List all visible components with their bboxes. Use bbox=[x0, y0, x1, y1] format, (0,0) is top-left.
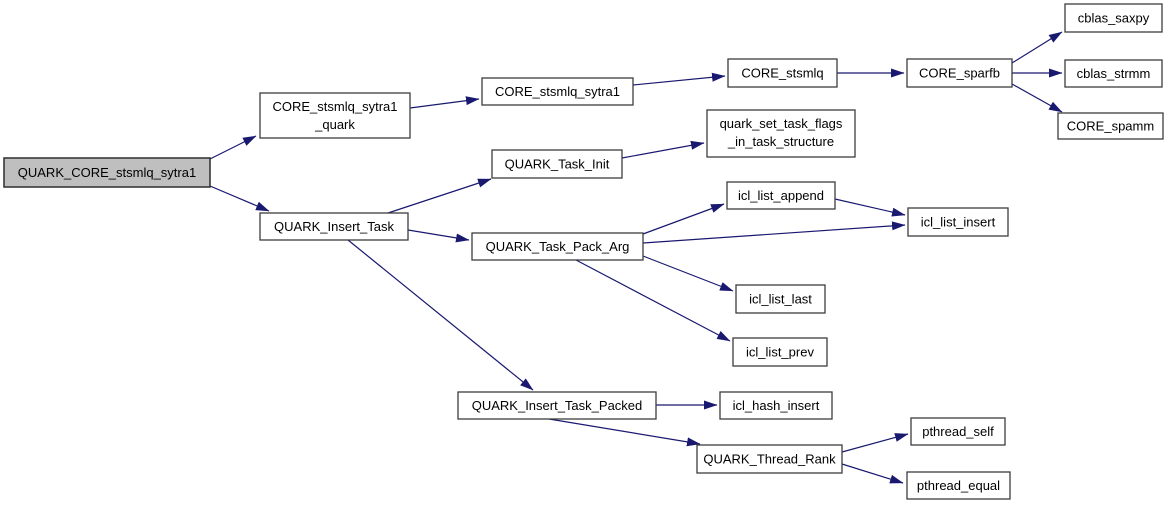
edge-quark-insert-task-to-quark-insert-task-packed bbox=[347, 239, 534, 391]
node-icl-list-insert[interactable]: icl_list_insert bbox=[907, 207, 1009, 237]
node-quark-insert-task[interactable]: QUARK_Insert_Task bbox=[259, 212, 409, 241]
edge-icl-list-append-to-icl-list-insert bbox=[834, 198, 906, 217]
node-box bbox=[727, 58, 838, 88]
node-label: icl_list_insert bbox=[921, 215, 996, 230]
node-box bbox=[3, 157, 211, 188]
node-quark-set-task-flags-in-task-structure[interactable]: quark_set_task_flags _in_task_structure bbox=[706, 109, 856, 158]
edge-quark-task-pack-arg-to-icl-list-append bbox=[642, 203, 725, 235]
node-box bbox=[491, 149, 623, 179]
node-label: QUARK_Insert_Task_Packed bbox=[472, 398, 643, 413]
node-label: pthread_self bbox=[922, 424, 994, 439]
node-box bbox=[1064, 59, 1163, 88]
node-label: icl_hash_insert bbox=[733, 398, 820, 413]
node-quark-insert-task-packed[interactable]: QUARK_Insert_Task_Packed bbox=[457, 391, 657, 420]
node-label: cblas_saxpy bbox=[1078, 11, 1150, 26]
node-label: CORE_stsmlq_sytra1 bbox=[495, 84, 620, 99]
node-box bbox=[481, 77, 634, 106]
edge-core-stsmlq-sytra1-to-core-stsmlq bbox=[632, 72, 726, 86]
node-label: icl_list_prev bbox=[746, 345, 814, 360]
node-label-line2: _in_task_structure bbox=[727, 134, 834, 149]
edge-quark-task-init-to-quark-set-task-flags bbox=[621, 140, 705, 159]
edge-quark-thread-rank-to-pthread-self bbox=[841, 433, 909, 453]
node-box bbox=[719, 391, 833, 420]
edge-core-stsmlq-sytra1-quark-to-core-stsmlq-sytra1 bbox=[409, 96, 480, 109]
node-core-stsmlq-sytra1[interactable]: CORE_stsmlq_sytra1 bbox=[481, 77, 634, 106]
node-box bbox=[1064, 3, 1163, 33]
node-box bbox=[471, 232, 644, 261]
edge-quark-core-stsmlq-sytra1-to-quark-insert-task bbox=[209, 185, 270, 212]
node-pthread-equal[interactable]: pthread_equal bbox=[906, 471, 1011, 500]
node-quark-core-stsmlq-sytra1: QUARK_CORE_stsmlq_sytra1 bbox=[3, 157, 211, 188]
node-label: QUARK_Task_Pack_Arg bbox=[486, 239, 630, 254]
edge-quark-insert-task-packed-to-quark-thread-rank bbox=[548, 418, 701, 447]
edge-quark-core-stsmlq-sytra1-to-core-stsmlq-sytra1-quark bbox=[209, 135, 257, 160]
nodes-layer: QUARK_CORE_stsmlq_sytra1 CORE_stsmlq_syt… bbox=[3, 3, 1164, 500]
node-box bbox=[1057, 112, 1164, 140]
node-pthread-self[interactable]: pthread_self bbox=[910, 417, 1006, 446]
node-quark-task-init[interactable]: QUARK_Task_Init bbox=[491, 149, 623, 179]
node-box bbox=[706, 109, 856, 158]
node-label-line2: _quark bbox=[314, 117, 355, 132]
node-quark-task-pack-arg[interactable]: QUARK_Task_Pack_Arg bbox=[471, 232, 644, 261]
node-core-stsmlq-sytra1-quark[interactable]: CORE_stsmlq_sytra1 _quark bbox=[259, 92, 411, 139]
node-icl-list-last[interactable]: icl_list_last bbox=[735, 284, 826, 314]
edge-quark-task-pack-arg-to-icl-list-prev bbox=[575, 259, 731, 342]
edge-quark-insert-task-to-quark-task-init bbox=[387, 178, 492, 214]
node-box bbox=[735, 284, 826, 314]
node-box bbox=[906, 58, 1013, 88]
node-core-sparfb[interactable]: CORE_sparfb bbox=[906, 58, 1013, 88]
node-core-stsmlq[interactable]: CORE_stsmlq bbox=[727, 58, 838, 88]
node-label: QUARK_Thread_Rank bbox=[703, 452, 836, 467]
node-label: QUARK_CORE_stsmlq_sytra1 bbox=[18, 165, 196, 180]
edge-core-sparfb-to-core-spamm bbox=[1011, 83, 1063, 113]
node-label: cblas_strmm bbox=[1077, 66, 1151, 81]
node-label: CORE_spamm bbox=[1067, 119, 1154, 134]
edge-quark-task-pack-arg-to-icl-list-insert bbox=[642, 221, 906, 244]
node-icl-list-prev[interactable]: icl_list_prev bbox=[732, 337, 828, 367]
node-box bbox=[259, 92, 411, 139]
node-cblas-saxpy[interactable]: cblas_saxpy bbox=[1064, 3, 1163, 33]
node-label-line1: CORE_stsmlq_sytra1 bbox=[273, 99, 398, 114]
node-box bbox=[910, 417, 1006, 446]
node-box bbox=[259, 212, 409, 241]
node-box bbox=[906, 471, 1011, 500]
node-icl-list-append[interactable]: icl_list_append bbox=[726, 181, 836, 210]
node-label-line1: quark_set_task_flags bbox=[720, 116, 843, 131]
node-box bbox=[907, 207, 1009, 237]
edges-layer bbox=[209, 31, 1063, 484]
node-label: QUARK_Insert_Task bbox=[274, 219, 394, 234]
node-label: icl_list_last bbox=[749, 292, 812, 307]
edge-quark-insert-task-to-quark-task-pack-arg bbox=[407, 229, 470, 243]
edge-core-sparfb-to-cblas-saxpy bbox=[1011, 31, 1063, 64]
edge-quark-task-pack-arg-to-icl-list-last bbox=[642, 255, 734, 292]
node-label: CORE_sparfb bbox=[919, 66, 1000, 81]
node-box bbox=[732, 337, 828, 367]
node-core-spamm[interactable]: CORE_spamm bbox=[1057, 112, 1164, 140]
edge-quark-thread-rank-to-pthread-equal bbox=[841, 463, 904, 484]
node-quark-thread-rank[interactable]: QUARK_Thread_Rank bbox=[696, 444, 843, 474]
node-label: pthread_equal bbox=[917, 478, 1000, 493]
node-label: QUARK_Task_Init bbox=[505, 157, 610, 172]
node-cblas-strmm[interactable]: cblas_strmm bbox=[1064, 59, 1163, 88]
node-box bbox=[696, 444, 843, 474]
node-label: icl_list_append bbox=[738, 188, 824, 203]
node-box bbox=[726, 181, 836, 210]
node-icl-hash-insert[interactable]: icl_hash_insert bbox=[719, 391, 833, 420]
node-box bbox=[457, 391, 657, 420]
node-label: CORE_stsmlq bbox=[741, 66, 823, 81]
